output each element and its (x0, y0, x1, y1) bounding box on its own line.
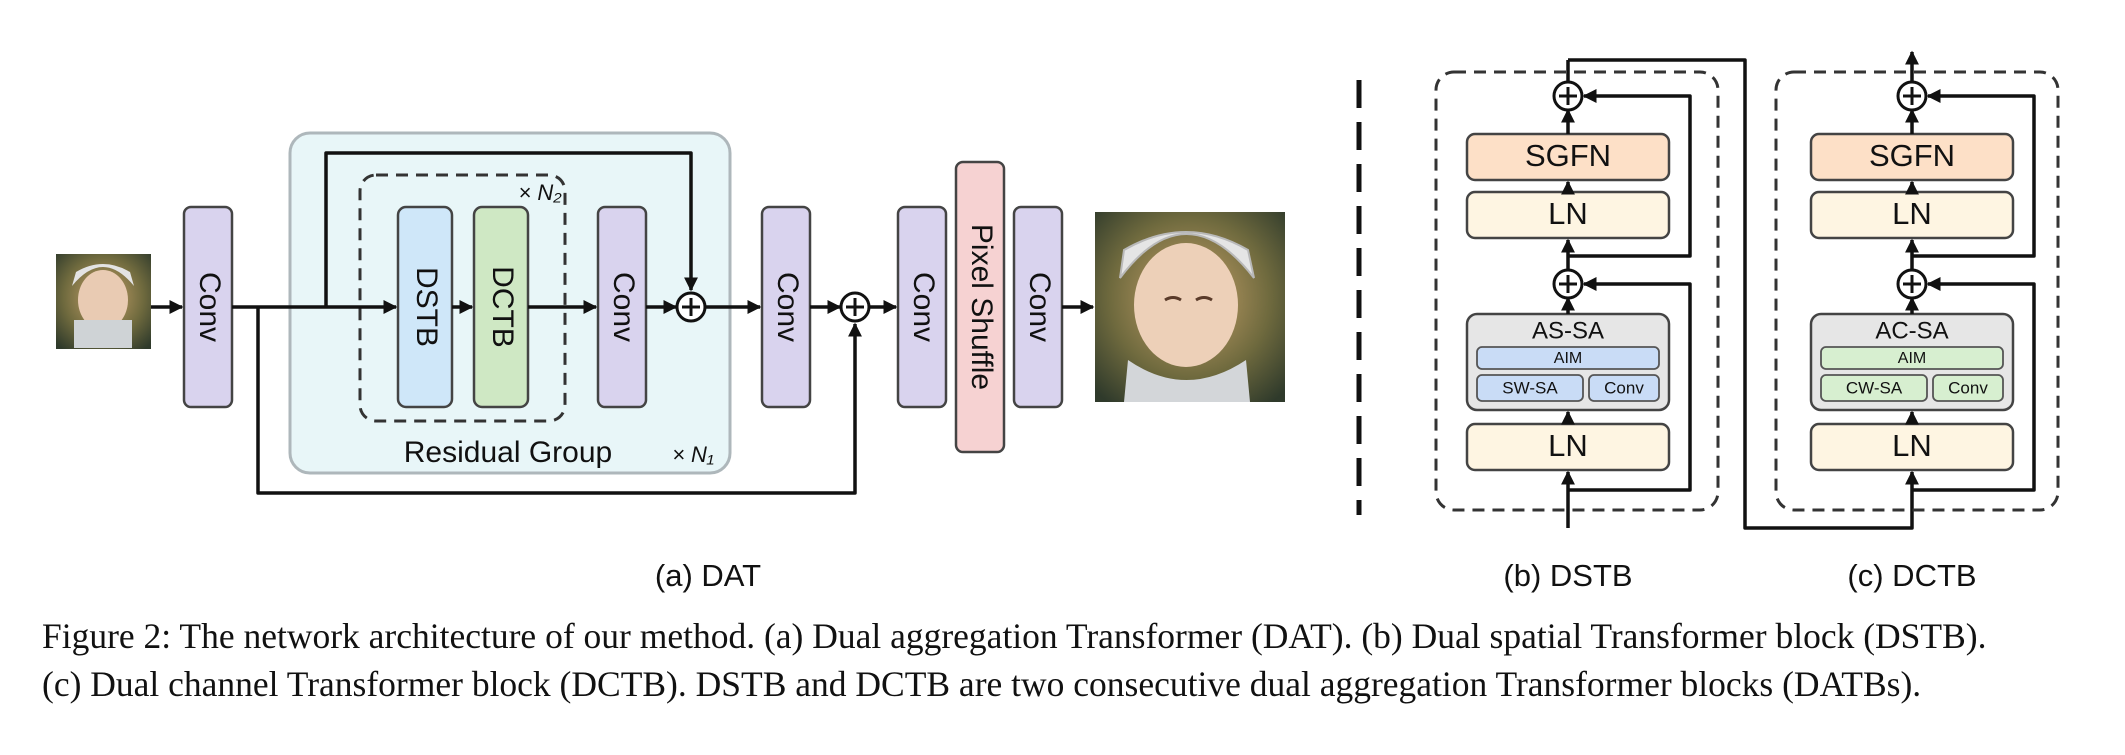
dstb-aim-label: AIM (1554, 350, 1582, 367)
dat-subfigure-label: (a) DAT (655, 558, 761, 593)
plus-circle-icon (839, 291, 871, 323)
dat-panel: Conv DSTB DCTB Conv Conv Conv Pixel Shuf… (56, 131, 1285, 593)
dstb-skip-upper (1568, 89, 1692, 258)
dctb-ln-lower-label: LN (1892, 428, 1932, 463)
conv-block-2-label: Conv (607, 272, 640, 342)
architecture-diagram: Conv DSTB DCTB Conv Conv Conv Pixel Shuf… (56, 50, 2060, 593)
pixel-shuffle-label: Pixel Shuffle (965, 224, 998, 390)
conv-block-3-label: Conv (771, 272, 804, 342)
dstb-block-label: DSTB (410, 267, 443, 347)
dstb-conv-label: Conv (1604, 378, 1644, 397)
dstb-to-dctb-connection (1568, 58, 1919, 530)
dstb-ln-upper-label: LN (1548, 196, 1588, 231)
plus-circle-icon (1896, 268, 1928, 300)
dctb-ln-upper-label: LN (1892, 196, 1932, 231)
dctb-skip-upper (1912, 89, 2036, 258)
dctb-conv-block (1932, 374, 2004, 402)
plus-circle-icon (675, 291, 707, 323)
conv-block-4-label: Conv (907, 272, 940, 342)
output-image (1095, 212, 1285, 402)
dctb-panel: SGFN LN AC-SA AIM CW-SA Conv LN (c) DCTB (1774, 50, 2060, 593)
dctb-sgfn-label: SGFN (1869, 138, 1955, 173)
dstb-skip-lower (1568, 277, 1692, 492)
input-image-thumbnail (56, 254, 151, 349)
conv-block-1-label: Conv (193, 272, 226, 342)
dctb-block-label: DCTB (486, 266, 519, 348)
plus-circle-icon (1896, 80, 1928, 112)
dstb-dashed-box (1434, 70, 1720, 512)
dctb-aim-block (1820, 346, 2004, 370)
dstb-subfigure-label: (b) DSTB (1503, 558, 1632, 593)
plus-circle-icon (1552, 80, 1584, 112)
dctb-attention-label: AC-SA (1875, 317, 1948, 344)
dctb-sub-attention-label: CW-SA (1846, 378, 1903, 397)
dstb-sub-attention-block (1476, 374, 1584, 402)
dstb-sgfn-label: SGFN (1525, 138, 1611, 173)
plus-circle-icon (1552, 268, 1584, 300)
n2-repeat-label: × N₂ (518, 180, 562, 205)
dual-blocks-repeat-box (358, 173, 567, 423)
dstb-attention-label: AS-SA (1532, 317, 1604, 344)
dctb-sub-attention-block (1820, 374, 1928, 402)
inner-skip-connection (324, 151, 698, 307)
caption-line-2: (c) Dual channel Transformer block (DCTB… (42, 664, 1922, 704)
dctb-conv-label: Conv (1948, 378, 1988, 397)
dctb-aim-label: AIM (1898, 350, 1926, 367)
dstb-sub-attention-label: SW-SA (1502, 378, 1558, 397)
conv-block-5-label: Conv (1023, 272, 1056, 342)
dctb-skip-lower (1912, 277, 2036, 492)
dstb-conv-block (1588, 374, 1660, 402)
dstb-ln-lower-label: LN (1548, 428, 1588, 463)
dstb-aim-block (1476, 346, 1660, 370)
residual-group-label: Residual Group (404, 436, 612, 469)
caption-line-1: Figure 2: The network architecture of ou… (42, 616, 1987, 656)
dctb-dashed-box (1774, 70, 2060, 512)
dstb-panel: SGFN LN AS-SA AIM SW-SA Conv LN (1434, 60, 1720, 593)
long-skip-connection (256, 307, 862, 495)
n1-repeat-label: × N₁ (672, 442, 714, 467)
pixel-shuffle-block (954, 160, 1006, 454)
conv-block-4 (896, 205, 948, 409)
figure-caption: Figure 2: The network architecture of ou… (42, 612, 2102, 708)
dctb-subfigure-label: (c) DCTB (1847, 558, 1976, 593)
